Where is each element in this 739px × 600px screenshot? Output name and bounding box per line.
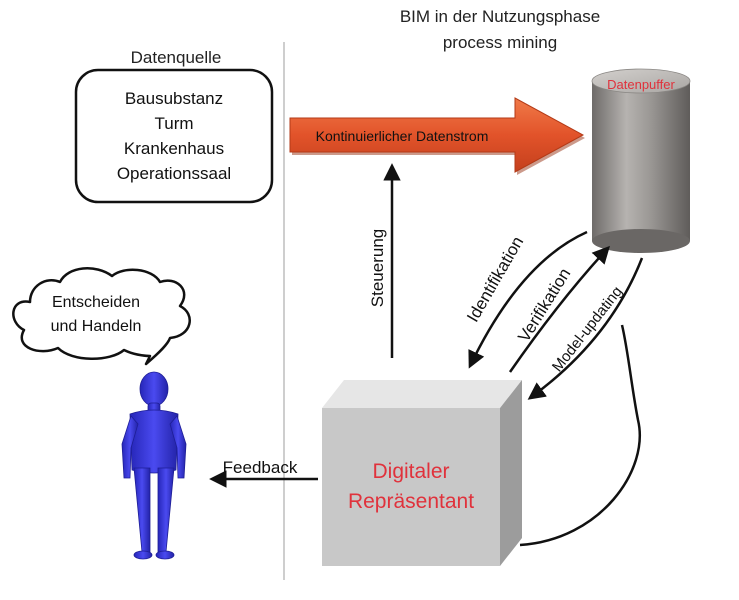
datasource-item: Krankenhaus bbox=[124, 139, 224, 158]
datasource-title: Datenquelle bbox=[131, 48, 222, 67]
data-buffer-label: Datenpuffer bbox=[607, 77, 675, 92]
data-stream-arrow: Kontinuierlicher Datenstrom bbox=[289, 97, 585, 175]
speech-bubble: Entscheiden und Handeln bbox=[12, 267, 191, 366]
steuerung-label: Steuerung bbox=[368, 229, 387, 307]
verifikation-label: Verifikation bbox=[514, 265, 574, 346]
loop-curve bbox=[519, 324, 641, 547]
datasource-box bbox=[74, 68, 274, 204]
verifikation-arrow bbox=[508, 245, 610, 373]
person-icon bbox=[121, 371, 187, 560]
data-buffer-cylinder: Datenpuffer bbox=[591, 68, 691, 253]
datasource-item: Operationssaal bbox=[117, 164, 231, 183]
digital-representative-cube: Digitaler Repräsentant bbox=[322, 380, 522, 566]
representative-line1: Digitaler bbox=[372, 460, 449, 483]
representative-line2: Repräsentant bbox=[348, 490, 474, 513]
datasource-item: Bausubstanz bbox=[125, 89, 223, 108]
feedback-label: Feedback bbox=[223, 458, 298, 477]
datasource-items: Bausubstanz Turm Krankenhaus Operationss… bbox=[117, 89, 231, 183]
bubble-line2: und Handeln bbox=[51, 318, 142, 335]
header-title: BIM in der Nutzungsphase bbox=[400, 7, 600, 26]
identifikation-label: Identifikation bbox=[463, 233, 527, 325]
bubble-line1: Entscheiden bbox=[52, 294, 140, 311]
data-stream-label: Kontinuierlicher Datenstrom bbox=[316, 128, 489, 144]
model-updating-arrow bbox=[527, 257, 644, 400]
identifikation-arrow bbox=[468, 230, 588, 369]
header-subtitle: process mining bbox=[443, 33, 557, 52]
datasource-item: Turm bbox=[154, 114, 193, 133]
